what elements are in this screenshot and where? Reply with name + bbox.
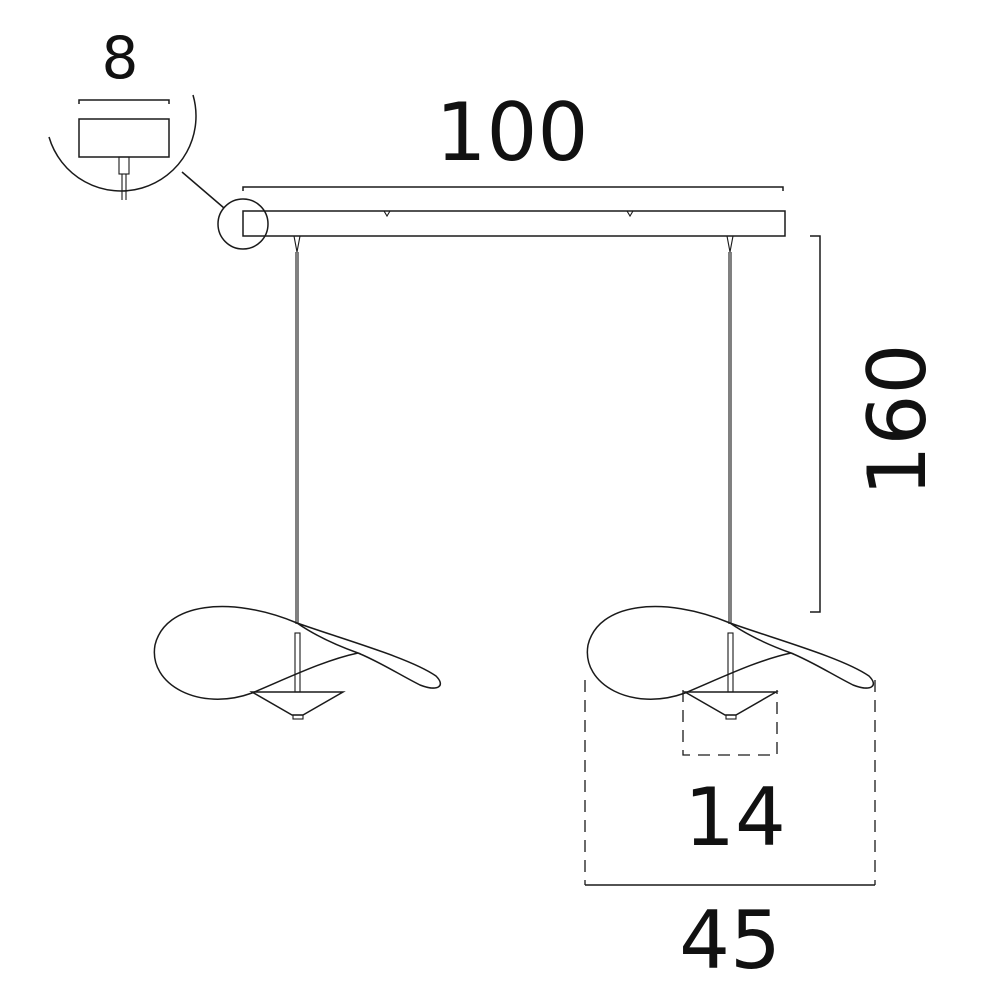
- bar-dimension-bracket: [242, 186, 784, 191]
- shade: [153, 605, 441, 700]
- dimension-drop-height: 160: [851, 344, 944, 497]
- detail-canopy-rect: [78, 118, 170, 158]
- cable-grip: [726, 235, 734, 253]
- shade: [586, 605, 874, 700]
- pendant-lamp-right: [586, 235, 874, 720]
- diffuser-nub: [725, 714, 737, 720]
- diffuser-cone: [249, 691, 346, 716]
- shade-dimension: 45: [584, 680, 876, 987]
- ceiling-bar: 100: [242, 86, 786, 237]
- detail-circle: [48, 94, 197, 192]
- dimension-bar-length: 100: [436, 86, 589, 179]
- dimension-shade-width: 45: [679, 894, 781, 987]
- detail-marker-circle: [217, 198, 269, 250]
- pendant-lamp-left: [153, 235, 441, 720]
- canopy-detail-callout: 8: [48, 24, 269, 250]
- diffuser-dimension: 14: [682, 690, 786, 864]
- bar-rect: [242, 210, 786, 237]
- stem: [294, 632, 301, 693]
- stem: [727, 632, 734, 693]
- diffuser-nub: [292, 714, 304, 720]
- diffuser-cone: [682, 691, 779, 716]
- screw-mark: [383, 210, 391, 218]
- dimension-diffuser-width: 14: [684, 771, 786, 864]
- detail-leader-line: [181, 171, 225, 209]
- detail-connector: [118, 156, 130, 175]
- cable-grip: [293, 235, 301, 253]
- screw-mark: [626, 210, 634, 218]
- dimension-canopy-height: 8: [102, 24, 139, 92]
- detail-dimension-bracket: [78, 99, 170, 104]
- drop-dimension: 160: [810, 235, 944, 613]
